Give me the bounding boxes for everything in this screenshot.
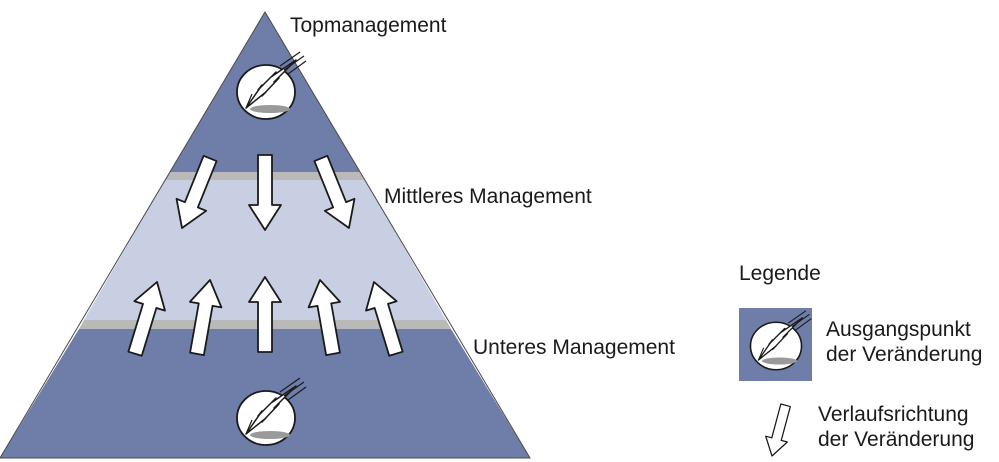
legend-start-line-2: der Veränderung [826, 342, 983, 366]
legend-title: Legende [739, 262, 821, 285]
label-middle-management: Mittleres Management [384, 185, 592, 208]
legend-start-line-1: Ausgangspunkt [826, 318, 971, 341]
legend-start-point-label: Ausgangspunkt der Veränderung [826, 318, 982, 368]
label-lower-management: Unteres Management [473, 336, 675, 359]
pyramid-tier-middle [84, 180, 446, 320]
legend-direction-line-2: der Veränderung [818, 427, 975, 451]
legend-direction-line-1: Verlaufsrichtung [818, 403, 969, 426]
legend-direction-label: Verlaufsrichtung der Veränderung [818, 403, 974, 453]
pyramid-outline [0, 11, 531, 459]
label-topmanagement: Topmanagement [290, 14, 447, 37]
legend-direction-icon [760, 401, 798, 460]
